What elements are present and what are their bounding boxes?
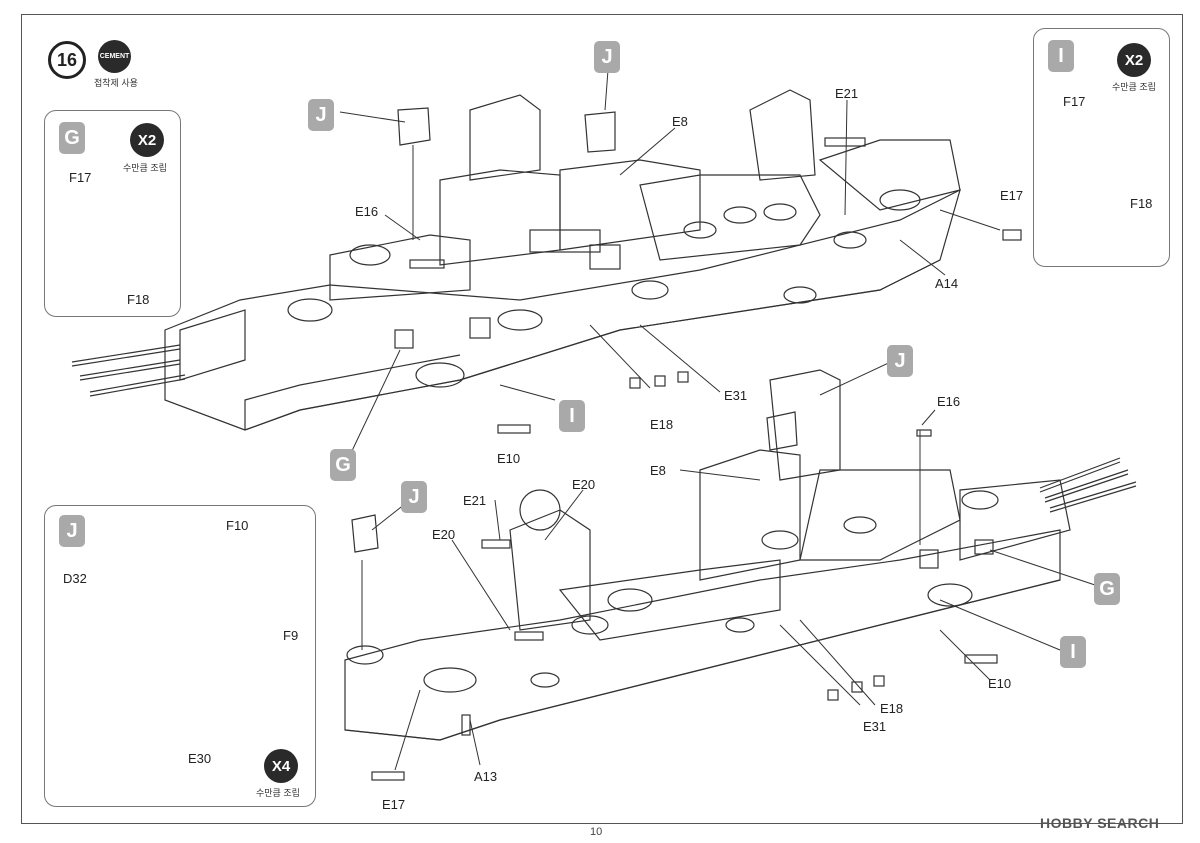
page-number: 10 (590, 826, 603, 838)
top-ship-hull (164, 188, 961, 431)
panel-j-part-f9: F9 (283, 628, 299, 643)
top-part-e18: E18 (650, 417, 674, 432)
bottom-part-e31: E31 (863, 719, 887, 734)
cement-icon: CEMENT (98, 40, 131, 73)
bottom-leaders (361, 359, 1096, 771)
bottom-ship-hull (344, 529, 1061, 741)
bottom-part-e10: E10 (988, 676, 1012, 691)
top-part-e8: E8 (672, 114, 688, 129)
panel-g-multiplier: X2 (130, 123, 164, 157)
top-superstructure (287, 89, 961, 388)
top-leaders (339, 69, 1001, 456)
top-part-e16: E16 (355, 204, 379, 219)
bottom-part-e8: E8 (650, 463, 666, 478)
top-part-e31: E31 (724, 388, 748, 403)
top-part-a14: A14 (935, 276, 959, 291)
top-small-parts (394, 107, 1022, 434)
panel-j-part-f10: F10 (226, 518, 249, 533)
panel-j-multiplier: X4 (264, 749, 298, 783)
bottom-part-e16: E16 (937, 394, 961, 409)
step-number: 16 (48, 41, 86, 79)
panel-j-part-e30: E30 (188, 751, 212, 766)
top-part-e21: E21 (835, 86, 859, 101)
top-turret (71, 309, 246, 397)
bottom-callout-g: G (1094, 573, 1120, 605)
bottom-part-a13: A13 (474, 769, 498, 784)
bottom-small-parts (351, 411, 998, 781)
top-callout-i: I (559, 400, 585, 432)
panel-i-note: 수만큼 조립 (1112, 82, 1156, 92)
top-part-e10: E10 (497, 451, 521, 466)
top-callout-g: G (330, 449, 356, 481)
bottom-superstructure (346, 369, 999, 693)
panel-j-note: 수만큼 조립 (256, 788, 300, 798)
cement-note: 접착제 사용 (94, 78, 138, 88)
bottom-callout-j-left: J (401, 481, 427, 513)
bottom-callout-j-right: J (887, 345, 913, 377)
top-callout-j-left: J (308, 99, 334, 131)
bottom-turret (959, 457, 1137, 561)
top-part-e17: E17 (1000, 188, 1024, 203)
bottom-part-e17: E17 (382, 797, 406, 812)
panel-i-letter: I (1048, 40, 1074, 72)
panel-i-multiplier: X2 (1117, 43, 1151, 77)
bottom-part-e21: E21 (463, 493, 487, 508)
bottom-part-e18: E18 (880, 701, 904, 716)
bottom-part-e20-left: E20 (432, 527, 456, 542)
panel-i-part-f17: F17 (1063, 94, 1086, 109)
bottom-callout-i: I (1060, 636, 1086, 668)
panel-g-letter: G (59, 122, 85, 154)
panel-g-note: 수만큼 조립 (123, 163, 167, 173)
bottom-part-e20-right: E20 (572, 477, 596, 492)
watermark: HOBBY SEARCH (1040, 815, 1160, 831)
panel-j-part-d32: D32 (63, 571, 87, 586)
panel-g-part-f17: F17 (69, 170, 92, 185)
panel-g-part-f18: F18 (127, 292, 150, 307)
panel-i-part-f18: F18 (1130, 196, 1153, 211)
top-callout-j-center: J (594, 41, 620, 73)
page-frame (21, 14, 1183, 824)
panel-j-letter: J (59, 515, 85, 547)
